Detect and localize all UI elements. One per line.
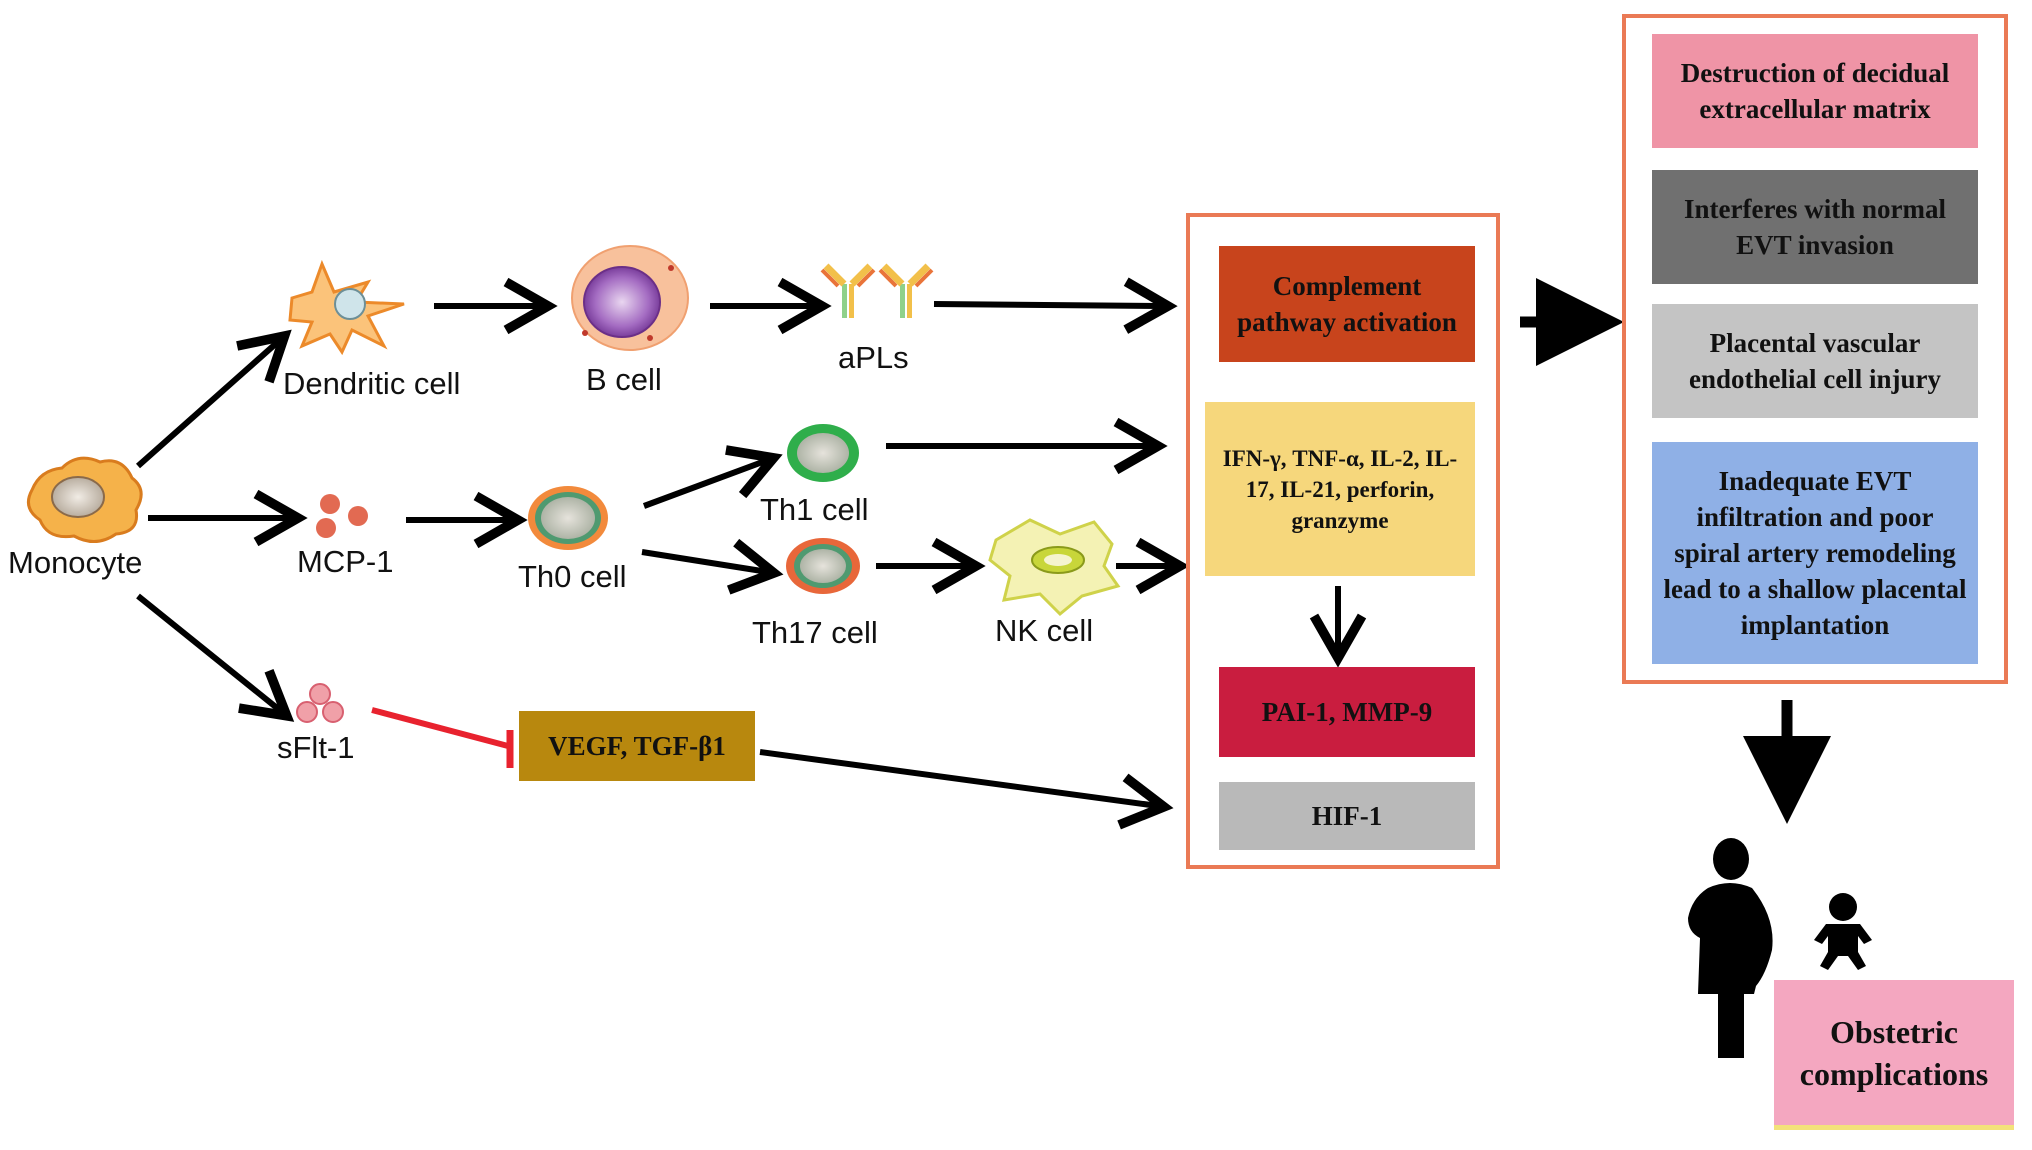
vegf-tgf-box: VEGF, TGF-β1 (519, 711, 755, 781)
th0-cell-label: Th0 cell (518, 559, 627, 594)
arrow-apls-to-panel (933, 277, 1178, 334)
sflt1-label: sFlt-1 (277, 730, 355, 765)
apls-antibody-icon (820, 263, 934, 318)
endothelial-injury-box: Placental vascular endothelial cell inju… (1652, 304, 1978, 418)
apls-label: aPLs (838, 340, 909, 375)
outcomes-panel-outline (1622, 14, 2008, 684)
pai-mmp9-box: PAI-1, MMP-9 (1219, 667, 1475, 757)
matrix-destruction-box: Destruction of decidual extracellular ma… (1652, 34, 1978, 148)
th0-cell-icon (528, 486, 608, 550)
nk-cell-icon (988, 518, 1121, 617)
hif1-box: HIF-1 (1219, 782, 1475, 850)
evt-invasion-box: Interferes with normal EVT invasion (1652, 170, 1978, 284)
pregnant-woman-icon (1688, 838, 1773, 1058)
nk-cell-label: NK cell (995, 613, 1093, 648)
cytokines-box: IFN-γ, TNF-α, IL-2, IL-17, IL-21, perfor… (1205, 402, 1475, 576)
pathway-arrows (136, 277, 1367, 830)
mcp1-label: MCP-1 (297, 544, 393, 579)
baby-icon (1814, 893, 1872, 970)
mechanism-panel-outline (1186, 213, 1500, 869)
monocyte-label: Monocyte (8, 545, 142, 580)
b-cell-label: B cell (586, 362, 662, 397)
dendritic-cell-label: Dendritic cell (283, 366, 460, 401)
obstetric-complications-box: Obstetric complications (1774, 980, 2014, 1130)
complement-activation-box: Complement pathway activation (1219, 246, 1475, 362)
th1-cell-label: Th1 cell (760, 492, 869, 527)
th1-cell-icon (787, 424, 859, 482)
mcp1-particles-icon (316, 494, 368, 538)
inhibition-arrow-sflt1-to-vegf (371, 707, 514, 768)
th17-cell-label: Th17 cell (752, 615, 878, 650)
bold-arrows (1520, 278, 1831, 824)
arrow-monocyte-to-dendritic (136, 329, 292, 469)
th17-cell-icon (786, 538, 860, 594)
arrow-vegf-to-panel (759, 749, 1174, 830)
arrow-th0-to-th17 (641, 538, 784, 595)
sflt1-particles-icon (296, 683, 344, 723)
shallow-implantation-box: Inadequate EVT infiltration and poor spi… (1652, 442, 1978, 664)
monocyte-cell-icon (26, 456, 143, 543)
arrow-monocyte-to-sflt1 (136, 593, 295, 722)
arrow-th0-to-th1 (642, 445, 783, 509)
b-cell-icon (571, 245, 689, 351)
dendritic-cell-icon (288, 259, 405, 356)
